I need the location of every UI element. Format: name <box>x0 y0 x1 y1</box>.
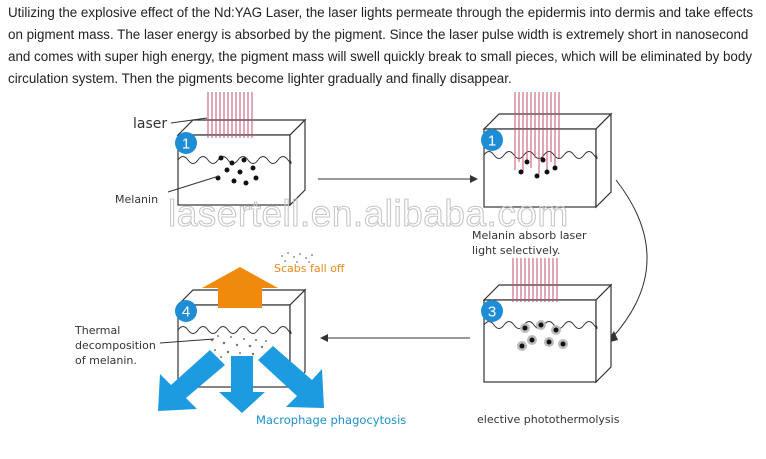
melanin-pointer-line <box>167 175 220 193</box>
thermal-label-line1: Thermal <box>74 324 120 337</box>
laser-pointer-line <box>170 117 208 124</box>
skin-wave-step2 <box>483 151 598 159</box>
skin-block-step3 <box>482 283 613 384</box>
step-badge-3: 3 <box>481 300 503 322</box>
melanin-label: Melanin <box>115 193 158 206</box>
laser-beams-step3 <box>512 258 558 302</box>
svg-text:3: 3 <box>488 304 496 321</box>
macrophage-label: Macrophage phagocytosis <box>256 413 406 427</box>
scabs-fall-off-label: Scabs fall off <box>274 262 345 275</box>
watermark: lasertell.en.alibaba.com <box>168 193 569 234</box>
arrow-1-to-2 <box>318 175 478 183</box>
laser-label: laser <box>133 116 167 132</box>
svg-text:4: 4 <box>182 304 190 321</box>
skin-wave-step1 <box>177 156 292 164</box>
melanin-dots-step2 <box>518 157 558 179</box>
melanin-absorb-label-line1: Melanin absorb laser <box>472 229 587 242</box>
laser-beams-step1 <box>207 92 253 138</box>
melanin-dots-step1 <box>215 155 259 186</box>
thermal-label-line2: decomposition <box>75 339 156 352</box>
scab-up-arrow <box>202 267 278 308</box>
heated-melanin-step3 <box>517 320 568 351</box>
thermal-label-line3: of melanin. <box>75 354 137 367</box>
skin-wave-step4 <box>177 326 292 334</box>
skin-block-step1 <box>176 118 307 207</box>
melanin-fragments-step4 <box>210 335 267 358</box>
step-badge-2: 1 <box>481 129 503 151</box>
macrophage-arrows <box>158 346 324 413</box>
svg-text:1: 1 <box>182 136 190 153</box>
arrow-2-to-3 <box>606 179 648 343</box>
laser-beams-step2 <box>514 92 560 174</box>
melanin-absorb-label-line2: light selectively. <box>472 244 560 257</box>
thermal-pointer-line <box>159 338 215 344</box>
elective-photothermolysis-label: elective photothermolysis <box>477 413 620 426</box>
step-badge-1: 1 <box>175 132 197 154</box>
step-badge-4: 4 <box>175 300 197 322</box>
svg-text:1: 1 <box>488 133 496 150</box>
arrow-3-to-4 <box>320 334 470 342</box>
intro-paragraph: Utilizing the explosive effect of the Nd… <box>8 5 754 86</box>
scab-particles <box>281 252 313 263</box>
